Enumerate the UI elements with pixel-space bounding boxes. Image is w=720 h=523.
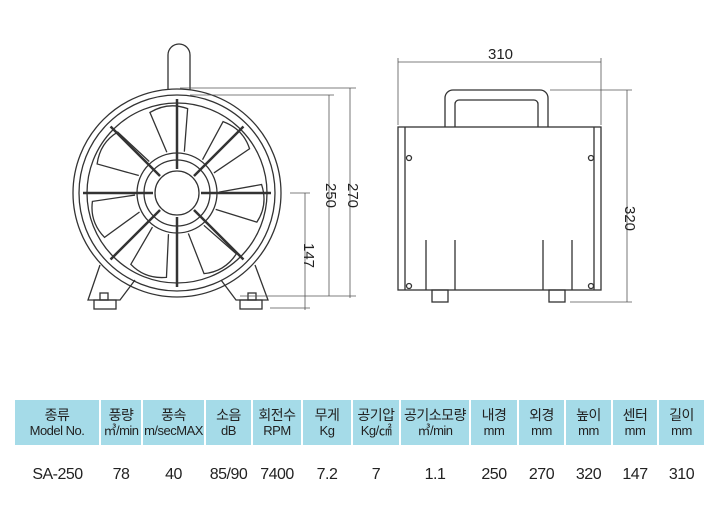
right-foot xyxy=(220,264,269,301)
header-unit: m/secMAX xyxy=(144,422,203,438)
header-unit: RPM xyxy=(263,422,291,438)
dim-250: 250 xyxy=(322,182,340,209)
fan-blade xyxy=(215,183,265,223)
header-unit: mm xyxy=(624,422,646,438)
table-cell: 40 xyxy=(165,466,182,483)
header-unit: Kg xyxy=(319,422,335,438)
table-cell: 7400 xyxy=(260,466,294,483)
guard-spoke xyxy=(109,125,161,177)
guard-spokes xyxy=(83,99,271,287)
table-cell: 7.2 xyxy=(316,466,338,483)
header-label: 종류 xyxy=(44,406,70,423)
header-label: 길이 xyxy=(669,406,694,423)
side-dimension-lines xyxy=(397,58,632,303)
dim-320: 320 xyxy=(621,205,639,232)
table-cell: 1.1 xyxy=(424,466,446,483)
header-label: 내경 xyxy=(481,406,507,423)
dim-310: 310 xyxy=(488,46,514,63)
table-cell: 320 xyxy=(575,466,602,483)
header-unit: mm xyxy=(531,422,552,438)
guard-spoke xyxy=(193,125,245,177)
dim-270: 270 xyxy=(344,182,362,209)
guard-spoke xyxy=(193,209,245,261)
fan-technical-drawing xyxy=(72,43,632,310)
left-foot xyxy=(87,264,136,301)
table-cell: 85/90 xyxy=(209,466,248,483)
side-handle xyxy=(444,89,549,127)
front-view xyxy=(72,43,282,310)
header-unit: Model No. xyxy=(29,422,85,438)
table-cell: 270 xyxy=(528,466,555,483)
header-unit: ㎥/min xyxy=(417,422,453,438)
guard-spoke xyxy=(109,209,161,261)
handle xyxy=(167,43,191,90)
header-label: 무게 xyxy=(314,406,340,423)
table-row: SA-250 78 40 85/90 7400 7.2 7 1.1 250 270 320 147 31… xyxy=(15,445,705,505)
table-cell: 78 xyxy=(112,466,130,483)
fan-blade xyxy=(201,120,251,174)
outer-ring xyxy=(72,88,282,298)
header-label: 풍량 xyxy=(108,406,134,423)
fan-blade xyxy=(149,105,189,153)
header-unit: ㎥/min xyxy=(103,422,139,438)
table-cell: SA-250 xyxy=(32,466,83,483)
front-dimension-lines xyxy=(180,87,356,310)
dim-147: 147 xyxy=(300,242,318,269)
header-unit: mm xyxy=(671,422,692,438)
header-label: 공기압 xyxy=(357,406,395,423)
header-label: 회전수 xyxy=(258,406,296,423)
header-label: 풍속 xyxy=(161,406,186,423)
header-unit: mm xyxy=(578,422,599,438)
header-unit: Kg/㎠ xyxy=(360,422,392,438)
table-cell: 147 xyxy=(622,466,648,483)
header-label: 공기소모량 xyxy=(404,406,466,423)
header-label: 센터 xyxy=(622,406,648,423)
side-view xyxy=(397,89,602,303)
fan-blade xyxy=(91,194,140,239)
header-label: 소음 xyxy=(216,406,241,423)
header-label: 높이 xyxy=(576,406,601,423)
table-cell: 7 xyxy=(371,466,381,483)
motor-hub xyxy=(154,170,200,216)
side-body xyxy=(397,126,602,291)
table-cell: 250 xyxy=(481,466,507,483)
table-cell: 310 xyxy=(668,466,695,483)
fan-blade xyxy=(130,226,170,279)
header-unit: dB xyxy=(221,422,236,438)
header-unit: mm xyxy=(483,422,505,438)
header-label: 외경 xyxy=(529,406,554,423)
